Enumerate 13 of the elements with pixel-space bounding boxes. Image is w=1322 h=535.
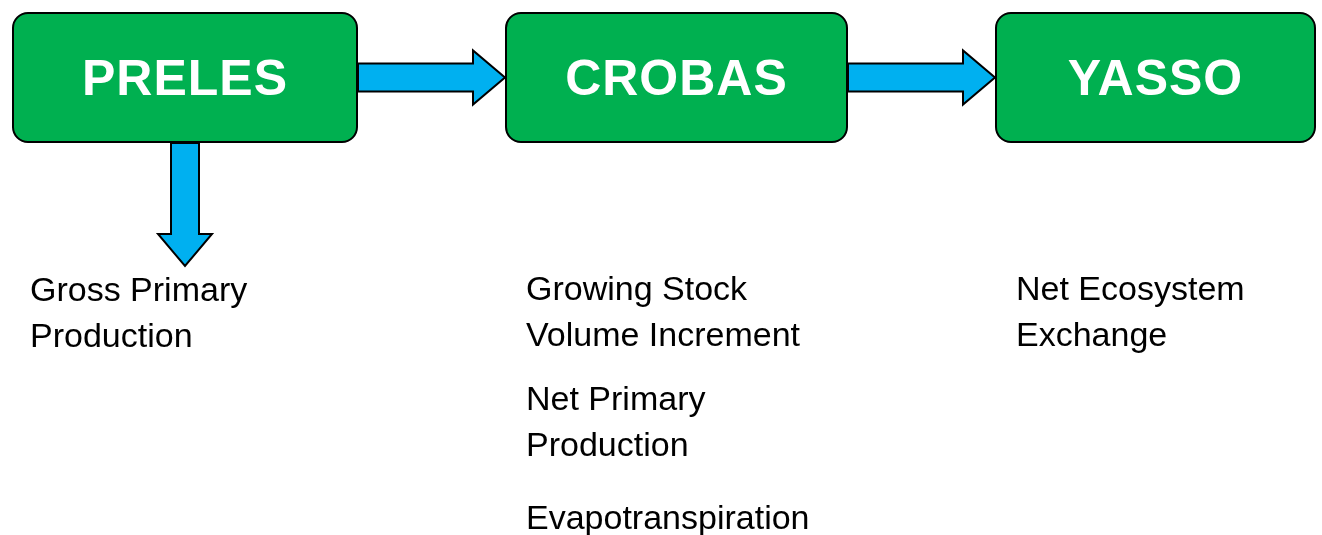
block-arrow bbox=[847, 48, 997, 107]
block-arrow bbox=[155, 142, 215, 268]
model-name: CROBAS bbox=[565, 48, 788, 107]
output-label: Net Ecosystem Exchange bbox=[1016, 268, 1246, 355]
output-label: Net Primary Production bbox=[526, 378, 707, 465]
block-arrow bbox=[357, 48, 507, 107]
model-name: PRELES bbox=[81, 48, 289, 107]
output-label: Growing Stock Volume Increment bbox=[526, 268, 802, 355]
model-box bbox=[995, 12, 1316, 143]
model-box bbox=[12, 12, 358, 143]
model-box bbox=[505, 12, 848, 143]
output-label: Gross Primary Production bbox=[30, 266, 300, 358]
model-name: YASSO bbox=[1067, 48, 1244, 107]
